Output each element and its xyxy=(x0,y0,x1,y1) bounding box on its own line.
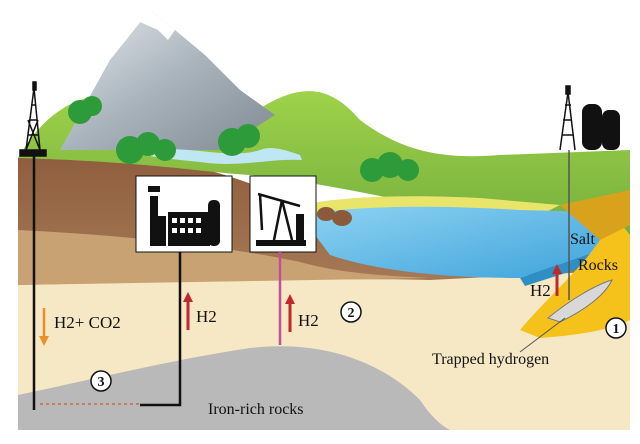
marker-1: 1 xyxy=(605,317,627,339)
h2-plant-up-arrow-icon xyxy=(183,292,193,330)
boulders xyxy=(317,207,352,226)
hydrogen-plant xyxy=(135,175,233,253)
svg-text:1: 1 xyxy=(613,322,620,337)
mountain-snow xyxy=(140,10,175,40)
h2-salt-up-arrow-icon xyxy=(552,264,562,296)
mountain xyxy=(60,10,275,150)
lake-edge xyxy=(520,250,600,286)
trees xyxy=(68,96,419,182)
iron-rich-rock xyxy=(18,346,450,430)
h2-pump-up-arrow-icon xyxy=(285,294,295,332)
marker-3: 3 xyxy=(90,370,112,392)
salt-dome xyxy=(520,225,630,338)
pump-jack xyxy=(249,175,317,253)
trapped-hydrogen-pocket xyxy=(546,279,613,323)
right-drilling-rig-icon xyxy=(559,85,576,151)
svg-text:3: 3 xyxy=(98,375,105,390)
h2-salt-label: H2 xyxy=(530,281,551,300)
salt-dome-top xyxy=(560,190,630,240)
river xyxy=(150,147,302,164)
storage-tanks-icon xyxy=(582,104,620,150)
left-drilling-rig-icon xyxy=(19,81,47,157)
h2-co2-label: H2+ CO2 xyxy=(54,313,121,332)
h2-pump-label: H2 xyxy=(298,311,319,330)
h2-co2-down-arrow-icon xyxy=(39,308,49,346)
soil-lower-band xyxy=(18,230,430,285)
svg-text:2: 2 xyxy=(348,306,355,321)
salt-rocks-label-line1: Salt xyxy=(570,231,595,248)
plant-pipe xyxy=(140,252,182,407)
h2-plant-label: H2 xyxy=(196,307,217,326)
trapped-hydrogen-label: Trapped hydrogen xyxy=(432,351,549,368)
iron-rich-rocks-label: Iron-rich rocks xyxy=(208,401,304,418)
lake xyxy=(300,206,600,278)
trapped-hydrogen-pointer xyxy=(519,317,566,353)
salt-rocks-label-line2: Rocks xyxy=(578,257,618,274)
marker-2: 2 xyxy=(340,301,362,323)
